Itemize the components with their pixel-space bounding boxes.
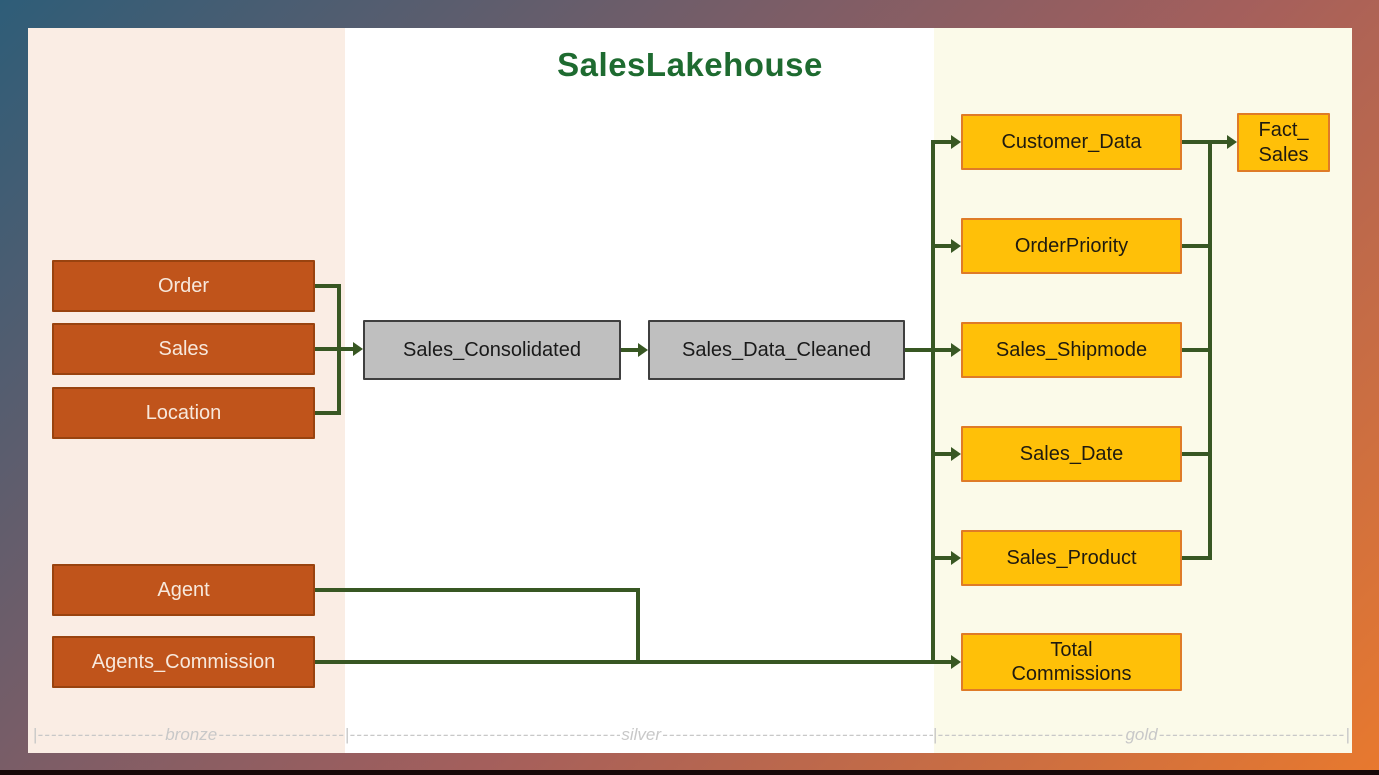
arrowhead-icon: [951, 447, 961, 461]
table-sales-date: Sales_Date: [961, 426, 1182, 482]
table-customer-data-label: Customer_Data: [1001, 130, 1142, 153]
zone-dashes: ----------------------------------------…: [937, 725, 1124, 744]
connector-consolidated-to-cleaned: [621, 348, 638, 352]
zone-delimiter: |: [1345, 725, 1351, 744]
connector-agent-out: [315, 588, 640, 592]
arrowhead-icon: [951, 239, 961, 253]
table-sales-product-label: Sales_Product: [1006, 546, 1137, 569]
table-order-label: Order: [157, 274, 210, 297]
arrowhead-icon: [1227, 135, 1237, 149]
arrowhead-icon: [353, 342, 363, 356]
connector-gold-trunk-left: [931, 140, 935, 664]
connector-location-out: [315, 411, 339, 415]
connector-order-out: [315, 284, 339, 288]
table-location: Location: [52, 387, 315, 439]
arrowhead-icon: [951, 655, 961, 669]
table-total-commissions-label-line2: Commissions: [1011, 663, 1132, 685]
connector-agents-commission-out: [315, 660, 951, 664]
zone-label-bronze: | --------------------------------------…: [33, 722, 345, 748]
connector-rstub-order-priority: [1182, 244, 1210, 248]
connector-gold-trunk-right: [1208, 140, 1212, 560]
connector-stub-sales-date: [933, 452, 951, 456]
connector-stub-customer-data: [933, 140, 951, 144]
zone-label-gold-text: gold: [1125, 725, 1158, 744]
connector-cleaned-to-gold: [905, 348, 951, 352]
table-order-priority-label: OrderPriority: [1014, 234, 1129, 257]
zone-dashes: ----------------------------------------…: [218, 725, 345, 744]
diagram-title: SalesLakehouse: [557, 46, 823, 83]
table-order: Order: [52, 260, 315, 312]
zone-label-silver-text: silver: [621, 725, 662, 744]
table-sales: Sales: [52, 323, 315, 375]
arrowhead-icon: [638, 343, 648, 357]
table-sales-consolidated-label: Sales_Consolidated: [403, 338, 581, 361]
table-customer-data: Customer_Data: [961, 114, 1182, 170]
slide-canvas: SalesLakehouse Order: [28, 28, 1352, 753]
table-agents-commission: Agents_Commission: [52, 636, 315, 688]
table-location-label: Location: [145, 401, 222, 424]
arrowhead-icon: [951, 343, 961, 357]
table-sales-label: Sales: [158, 337, 209, 360]
arrowhead-icon: [951, 135, 961, 149]
table-sales-shipmode-label: Sales_Shipmode: [995, 338, 1148, 361]
table-agent: Agent: [52, 564, 315, 616]
connector-to-fact-sales: [1182, 140, 1227, 144]
table-order-priority: OrderPriority: [961, 218, 1182, 274]
connector-stub-order-priority: [933, 244, 951, 248]
table-sales-data-cleaned-label: Sales_Data_Cleaned: [681, 338, 872, 361]
zone-delimiter: |: [933, 725, 938, 744]
zone-dashes: ----------------------------------------…: [349, 725, 620, 744]
table-fact-sales: Fact_ Sales: [1237, 113, 1330, 172]
table-total-commissions: Total Commissions: [961, 633, 1182, 691]
table-sales-date-label: Sales_Date: [1019, 442, 1124, 465]
connector-rstub-sales-date: [1182, 452, 1210, 456]
letterbox-bar: [0, 770, 1379, 775]
zone-label-bronze-text: bronze: [165, 725, 218, 744]
connector-stub-sales-product: [933, 556, 951, 560]
zone-delimiter: |: [345, 725, 350, 744]
zone-label-silver: | --------------------------------------…: [345, 722, 933, 748]
zone-dashes: ----------------------------------------…: [37, 725, 164, 744]
table-agents-commission-label: Agents_Commission: [91, 650, 276, 673]
table-agent-label: Agent: [157, 578, 210, 601]
connector-rstub-sales-product: [1182, 556, 1210, 560]
connector-sales-out: [315, 347, 353, 351]
table-sales-shipmode: Sales_Shipmode: [961, 322, 1182, 378]
table-sales-product: Sales_Product: [961, 530, 1182, 586]
table-total-commissions-label-line1: Total: [1050, 638, 1093, 661]
arrowhead-icon: [951, 551, 961, 565]
table-fact-sales-label-line2: Sales: [1258, 143, 1309, 166]
zone-label-gold: | --------------------------------------…: [933, 722, 1350, 748]
table-fact-sales-label-line1: Fact_: [1258, 119, 1309, 142]
zone-dashes: ----------------------------------------…: [662, 725, 933, 744]
zone-dashes: ----------------------------------------…: [1158, 725, 1346, 744]
connector-agent-drop: [636, 588, 640, 664]
zone-delimiter: |: [33, 725, 38, 744]
table-sales-data-cleaned: Sales_Data_Cleaned: [648, 320, 905, 380]
connector-rstub-sales-shipmode: [1182, 348, 1210, 352]
table-sales-consolidated: Sales_Consolidated: [363, 320, 621, 380]
